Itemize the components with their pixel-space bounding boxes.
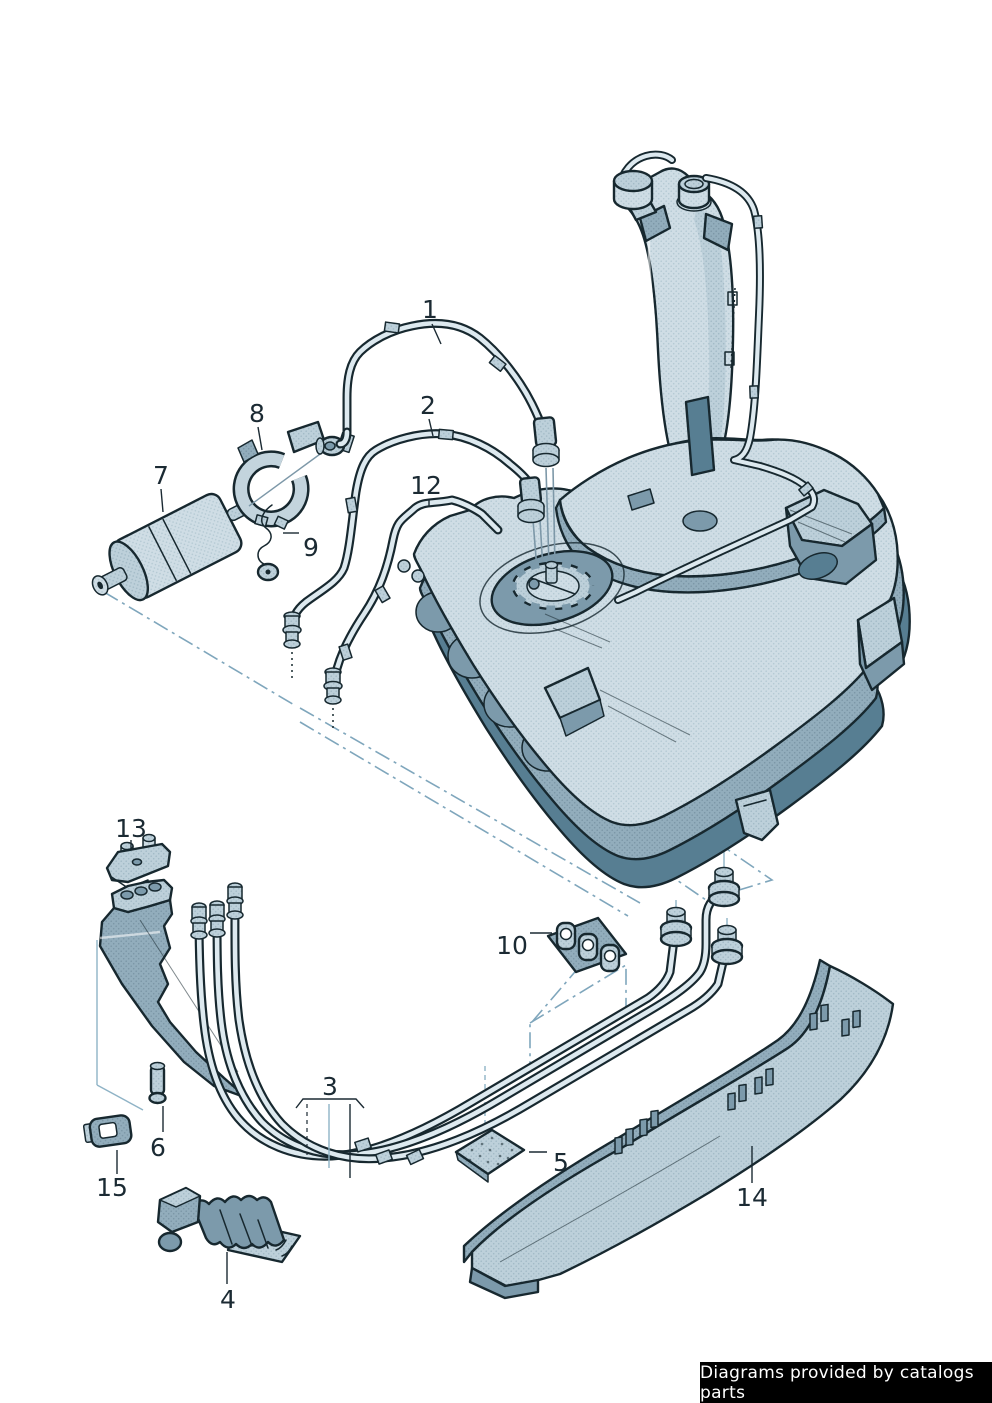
part-label-4: 4 <box>220 1285 236 1314</box>
watermark-bar: Diagrams provided by catalogs parts <box>700 1362 992 1403</box>
part-label-10: 10 <box>496 931 528 960</box>
part-label-3: 3 <box>322 1072 338 1101</box>
line-connector <box>226 882 244 920</box>
fuel-tank <box>397 395 911 889</box>
fuel-lines-bundle <box>190 866 744 1166</box>
hose12-end-fitting <box>323 667 343 730</box>
deflector-funnel <box>98 878 249 1105</box>
filter-axis-line <box>248 448 328 507</box>
watermark-text: Diagrams provided by catalogs parts <box>700 1362 974 1403</box>
part-label-2: 2 <box>420 391 436 420</box>
callouts: 1 2 12 8 7 9 13 10 3 6 15 4 5 14 <box>96 295 768 1314</box>
part-label-8: 8 <box>249 399 265 428</box>
part-label-9: 9 <box>303 533 319 562</box>
fuel-hose-2 <box>282 428 545 682</box>
line-connector <box>190 902 208 940</box>
fuel-pump-flange <box>509 467 597 613</box>
hose1-tank-fitting <box>532 416 560 468</box>
elbow-fitting <box>710 924 744 966</box>
tank-strap <box>684 395 716 477</box>
part-label-15: 15 <box>96 1173 128 1202</box>
rail-clips <box>614 1003 861 1155</box>
filter-clamp-bracket <box>232 420 326 530</box>
vent-port <box>676 174 712 212</box>
breather-pipe <box>618 178 814 600</box>
hose2-tank-fitting <box>517 476 545 524</box>
part-label-13: 13 <box>115 814 147 843</box>
ground-strap <box>256 504 280 582</box>
deflector-pin-6 <box>148 1061 167 1105</box>
hose2-end-fitting <box>282 611 302 682</box>
part-label-6: 6 <box>150 1133 166 1162</box>
fuel-hose-12 <box>323 500 498 730</box>
part-label-7: 7 <box>153 461 169 490</box>
adhesive-pad-5 <box>454 1128 526 1183</box>
elbow-fitting <box>659 906 693 948</box>
line-connector <box>208 900 226 938</box>
fuel-hose-1 <box>335 322 560 468</box>
sill-channel-14 <box>462 958 895 1300</box>
part-label-5: 5 <box>553 1148 569 1177</box>
retainer-plate-13 <box>105 833 172 889</box>
elbow-fitting <box>707 866 741 908</box>
part-label-14: 14 <box>736 1183 768 1212</box>
part-label-12: 12 <box>410 471 442 500</box>
tank-mount-tab <box>734 788 780 842</box>
mounting-clip-15 <box>82 1114 133 1148</box>
line-retainer-clip-10 <box>546 916 628 974</box>
filler-cap <box>612 169 658 222</box>
corrugated-conduit-4 <box>156 1186 302 1264</box>
part-label-1: 1 <box>422 295 438 324</box>
